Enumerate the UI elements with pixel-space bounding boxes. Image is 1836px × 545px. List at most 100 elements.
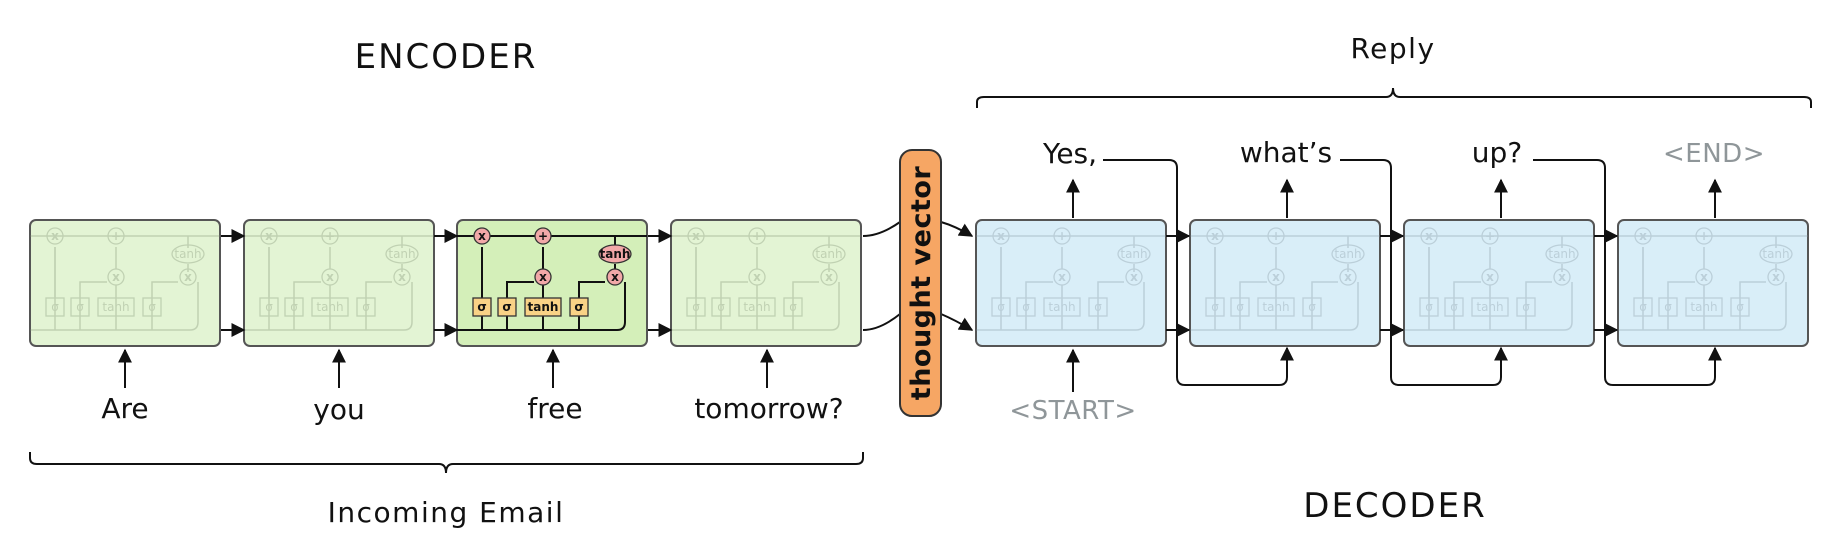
pointwise-op: x — [687, 227, 705, 245]
svg-text:σ: σ — [574, 300, 583, 314]
gate-layer: σ — [1205, 297, 1225, 317]
svg-text:tanh: tanh — [388, 247, 415, 261]
svg-text:tanh: tanh — [600, 247, 631, 261]
svg-text:tanh: tanh — [102, 300, 129, 314]
gate-layer: σ — [1230, 297, 1250, 317]
decoder-title: DECODER — [1303, 486, 1486, 526]
pointwise-op: x — [606, 268, 624, 286]
pointwise-op: x — [1634, 227, 1652, 245]
gate-layer: σ — [991, 297, 1011, 317]
svg-text:σ: σ — [1736, 300, 1744, 314]
svg-text:x: x — [1272, 270, 1280, 284]
svg-text:tanh: tanh — [1476, 300, 1503, 314]
tanh-op: tanh — [1545, 244, 1579, 264]
gate-layer: tanh — [1685, 297, 1723, 317]
svg-text:tanh: tanh — [743, 300, 770, 314]
svg-text:+: + — [1271, 229, 1281, 243]
decoder-connections — [1066, 159, 1722, 392]
pointwise-op: x — [179, 268, 197, 286]
svg-text:σ: σ — [1094, 300, 1102, 314]
start-token: <START> — [1009, 396, 1136, 426]
pointwise-op: x — [820, 268, 838, 286]
pointwise-op: x — [1420, 227, 1438, 245]
pointwise-op: x — [748, 268, 766, 286]
svg-text:x: x — [1486, 270, 1494, 284]
pointwise-op: x — [1206, 227, 1224, 245]
gate-layer: σ — [497, 297, 517, 317]
svg-text:+: + — [752, 229, 762, 243]
svg-text:tanh: tanh — [316, 300, 343, 314]
gate-layer: tanh — [1471, 297, 1509, 317]
svg-text:x: x — [478, 229, 486, 243]
svg-text:σ: σ — [1308, 300, 1316, 314]
pointwise-op: + — [321, 227, 339, 245]
svg-text:x: x — [112, 270, 120, 284]
pointwise-op: + — [748, 227, 766, 245]
tanh-op: tanh — [1331, 244, 1365, 264]
svg-text:x: x — [1558, 270, 1566, 284]
reply-brace — [976, 87, 1812, 108]
svg-text:+: + — [538, 229, 548, 243]
svg-text:x: x — [1772, 270, 1780, 284]
svg-text:x: x — [184, 270, 192, 284]
pointwise-op: + — [534, 227, 552, 245]
svg-text:tanh: tanh — [1334, 247, 1361, 261]
gate-layer: tanh — [738, 297, 776, 317]
pointwise-op: + — [1481, 227, 1499, 245]
svg-text:σ: σ — [1425, 300, 1433, 314]
svg-text:σ: σ — [1664, 300, 1672, 314]
svg-text:σ: σ — [1450, 300, 1458, 314]
gate-layer: σ — [1302, 297, 1322, 317]
svg-text:+: + — [1485, 229, 1495, 243]
pointwise-op: x — [534, 268, 552, 286]
incoming-email-brace — [29, 452, 864, 474]
pointwise-op: x — [1053, 268, 1071, 286]
svg-text:σ: σ — [1236, 300, 1244, 314]
svg-text:x: x — [611, 270, 619, 284]
svg-text:+: + — [1057, 229, 1067, 243]
decoder-output-word: up? — [1472, 136, 1522, 169]
pointwise-op: x — [1339, 268, 1357, 286]
pointwise-op: x — [992, 227, 1010, 245]
svg-text:tanh: tanh — [1762, 247, 1789, 261]
svg-text:x: x — [825, 270, 833, 284]
svg-text:x: x — [1344, 270, 1352, 284]
svg-text:tanh: tanh — [1690, 300, 1717, 314]
gate-layer: σ — [70, 297, 90, 317]
pointwise-op: x — [1267, 268, 1285, 286]
svg-text:+: + — [111, 229, 121, 243]
svg-text:σ: σ — [1639, 300, 1647, 314]
svg-text:x: x — [265, 229, 273, 243]
svg-text:σ: σ — [148, 300, 156, 314]
svg-text:x: x — [753, 270, 761, 284]
encoder-input-word: free — [527, 392, 582, 425]
svg-text:x: x — [539, 270, 547, 284]
svg-text:σ: σ — [997, 300, 1005, 314]
gate-layer: σ — [1633, 297, 1653, 317]
encoder-input-arrows — [118, 348, 774, 388]
pointwise-op: x — [393, 268, 411, 286]
gate-layer: tanh — [1257, 297, 1295, 317]
thought-vector-box — [899, 149, 942, 417]
pointwise-op: x — [1695, 268, 1713, 286]
svg-text:x: x — [1058, 270, 1066, 284]
reply-label: Reply — [1350, 32, 1435, 65]
gate-layer: σ — [1419, 297, 1439, 317]
svg-text:tanh: tanh — [1048, 300, 1075, 314]
svg-text:σ: σ — [76, 300, 84, 314]
pointwise-op: x — [46, 227, 64, 245]
svg-text:σ: σ — [362, 300, 370, 314]
gate-layer: σ — [142, 297, 162, 317]
gate-layer: σ — [284, 297, 304, 317]
svg-text:tanh: tanh — [528, 300, 559, 314]
svg-text:tanh: tanh — [174, 247, 201, 261]
pointwise-op: x — [321, 268, 339, 286]
end-token: <END> — [1663, 139, 1765, 169]
encoder-input-word: you — [313, 393, 364, 426]
gate-layer: σ — [569, 297, 589, 317]
